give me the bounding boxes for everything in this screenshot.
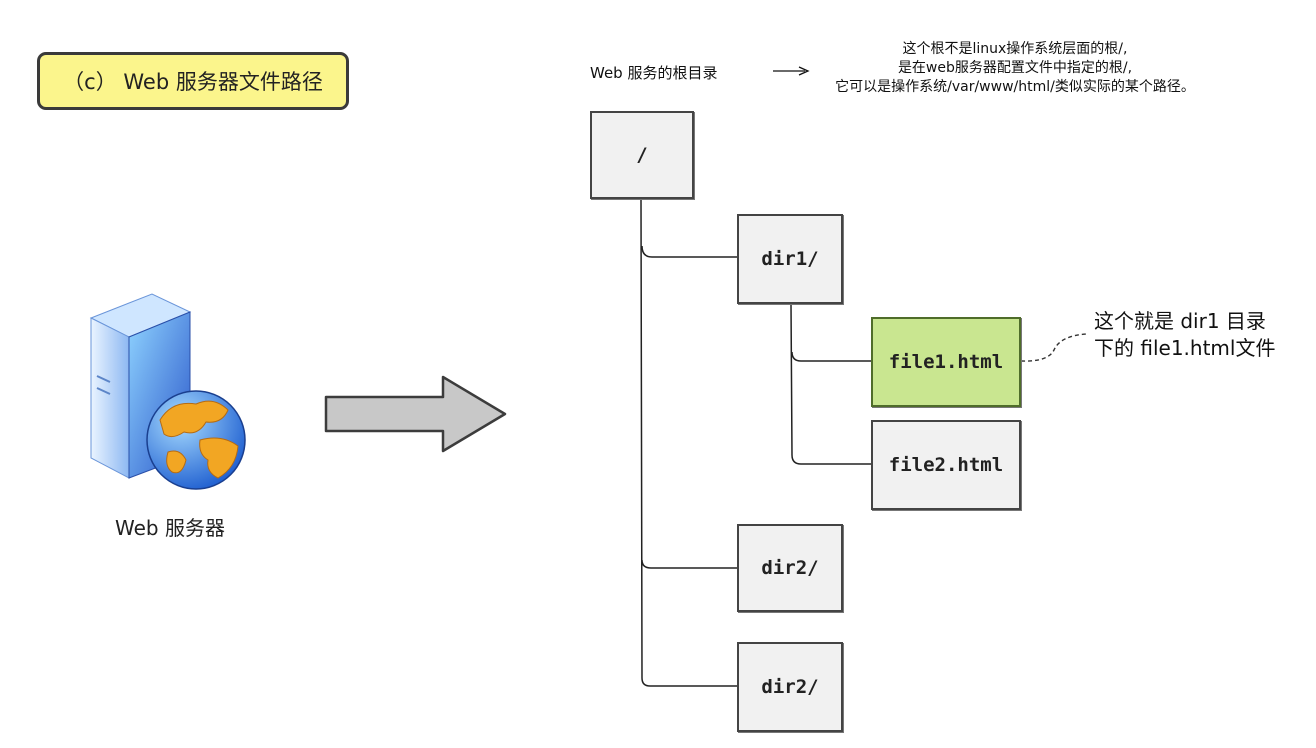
file1-note-line: 下的 file1.html文件: [1094, 336, 1276, 360]
dir2-node: dir2/: [737, 642, 843, 732]
root-note: 这个根不是linux操作系统层面的根/, 是在web服务器配置文件中指定的根/,…: [780, 40, 1250, 97]
tree-line-file1: [791, 351, 871, 362]
root-dir-node: /: [590, 111, 694, 199]
tree-line-trunk: [640, 198, 737, 687]
diagram-title: （c） Web 服务器文件路径: [37, 52, 349, 110]
root-note-arrow: [773, 66, 810, 76]
file1-node: file1.html: [871, 317, 1021, 407]
right-arrow-icon: [324, 375, 507, 453]
file1-note-line: 这个就是 dir1 目录: [1094, 309, 1266, 333]
tree-line-dir2-a: [641, 559, 737, 569]
root-dir-caption: Web 服务的根目录: [590, 64, 718, 82]
file2-node: file2.html: [871, 420, 1021, 510]
root-note-line: 它可以是操作系统/var/www/html/类似实际的某个路径。: [835, 79, 1195, 95]
file1-note-connector: [1020, 333, 1087, 362]
server-caption: Web 服务器: [115, 516, 225, 540]
root-note-line: 这个根不是linux操作系统层面的根/,: [902, 41, 1128, 57]
dir1-node: dir1/: [737, 214, 843, 304]
tree-line-dir1: [641, 245, 737, 258]
file1-note: 这个就是 dir1 目录 下的 file1.html文件: [1094, 308, 1275, 362]
web-server-globe-icon: [89, 293, 246, 490]
dir2-node: dir2/: [737, 524, 843, 612]
tree-line-dir1-trunk: [790, 303, 871, 465]
root-note-line: 是在web服务器配置文件中指定的根/,: [897, 60, 1133, 76]
